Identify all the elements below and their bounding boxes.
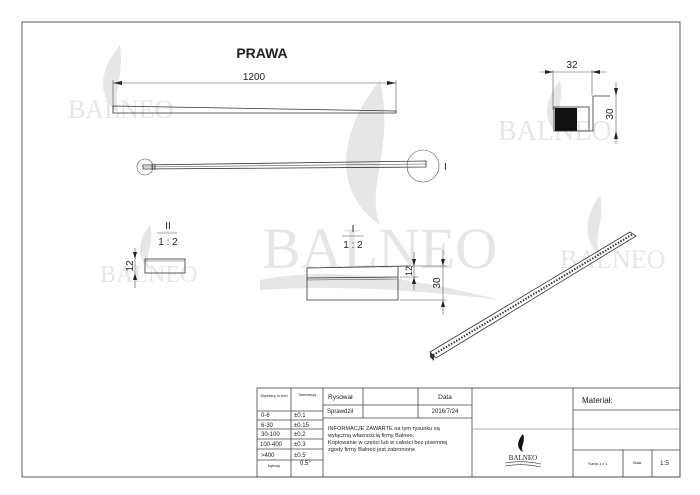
svg-text:±0.1: ±0.1 — [294, 413, 306, 419]
sheet-label: Karta 1 z 1 — [588, 461, 608, 466]
svg-text:6-30: 6-30 — [261, 423, 274, 429]
tolerance-row: 6-30 ±0.15 — [261, 423, 310, 429]
date-label: Data — [438, 394, 452, 401]
scale-value: 1:5 — [660, 460, 669, 467]
svg-text:±0.3: ±0.3 — [294, 442, 306, 448]
svg-text:wyłączną własnością firmy Baln: wyłączną własnością firmy Balneo. — [327, 433, 415, 439]
side-view: I — [136, 149, 447, 183]
svg-text:±0.15: ±0.15 — [294, 423, 310, 429]
tolerance-row: kątowy 0.5° — [268, 461, 312, 468]
svg-text:kątowy: kątowy — [268, 463, 280, 468]
watermark-text: BALNEO — [100, 262, 197, 288]
watermark-flame-icon — [346, 80, 385, 225]
watermark-text: BALNEO — [68, 95, 173, 124]
top-view: 1200 — [112, 72, 397, 114]
tolerance-row: 100-400 ±0.3 — [260, 442, 306, 448]
width-dimension: 32 — [566, 60, 578, 71]
copyright-notice: INFORMACJE ZAWARTE na tym rysunku są wył… — [327, 426, 447, 453]
svg-text:0-6: 0-6 — [261, 413, 270, 419]
watermark-text: BALNEO — [498, 116, 612, 147]
detail-circle-ii — [136, 158, 154, 176]
detail-ii-label: II — [165, 221, 171, 232]
svg-text:>400: >400 — [261, 453, 275, 459]
drawn-by-label: Rysował — [328, 394, 353, 401]
tolerance-row: 0-6 ±0.1 — [261, 413, 306, 419]
isometric-view — [429, 231, 637, 361]
svg-text:0.5°: 0.5° — [300, 461, 311, 467]
tolerance-row: 30-100 ±0.2 — [261, 432, 306, 438]
flame-icon — [518, 434, 524, 452]
detail-i-large-dimension: 30 — [432, 277, 443, 289]
checked-by-label: Sprawdził — [327, 409, 354, 415]
detail-ii-view: II 1 : 2 12 — [125, 221, 186, 288]
detail-ii-dimension: 12 — [125, 260, 136, 272]
length-dimension: 1200 — [243, 72, 266, 83]
watermark-flame-icon — [139, 225, 152, 270]
title-block: Wymiary w mm Tolerancja 0-6 ±0.1 6-30 ±0… — [256, 387, 681, 478]
detail-i-view: I 1 : 2 12 30 — [306, 224, 447, 315]
material-label: Materiał: — [582, 396, 613, 405]
svg-text:Kopiowanie w części lub w cało: Kopiowanie w części lub w całości bez pi… — [328, 440, 447, 446]
watermark-flame-icon — [103, 45, 122, 115]
tolerance-header-dimensions: Wymiary w mm — [260, 393, 288, 398]
svg-text:±0.2: ±0.2 — [294, 432, 306, 438]
svg-text:BALNEO: BALNEO — [509, 454, 537, 462]
section-fill — [555, 108, 577, 131]
svg-text:INFORMACJE ZAWARTE na tym rysu: INFORMACJE ZAWARTE na tym rysunku są — [328, 426, 441, 432]
checked-date: 2016/7/24 — [432, 409, 459, 415]
scale-label: Skala — [633, 461, 642, 465]
detail-i-small-dimension: 12 — [404, 266, 414, 276]
section-view: 32 30 — [540, 60, 618, 144]
tolerance-header-tolerance: Tolerancja — [298, 392, 317, 397]
detail-i-label: I — [352, 224, 355, 235]
height-dimension: 30 — [605, 108, 616, 120]
svg-text:100-400: 100-400 — [260, 442, 283, 448]
tolerance-row: >400 ±0.5 — [261, 453, 306, 459]
svg-text:30-100: 30-100 — [261, 432, 280, 438]
watermark-text: BALNEO — [262, 216, 497, 281]
detail-ii-scale: 1 : 2 — [158, 237, 178, 248]
svg-text:zgody firmy Balneo jest zabron: zgody firmy Balneo jest zabronione — [328, 447, 415, 453]
balneo-logo: BALNEO — [504, 434, 542, 468]
detail-marker-i: I — [444, 162, 447, 173]
svg-text:±0.5: ±0.5 — [294, 453, 306, 459]
watermark-flame-icon — [587, 195, 602, 255]
detail-i-scale: 1 : 2 — [343, 240, 363, 251]
drawing-title: PRAWA — [236, 45, 287, 61]
detail-circle-i — [406, 149, 440, 183]
